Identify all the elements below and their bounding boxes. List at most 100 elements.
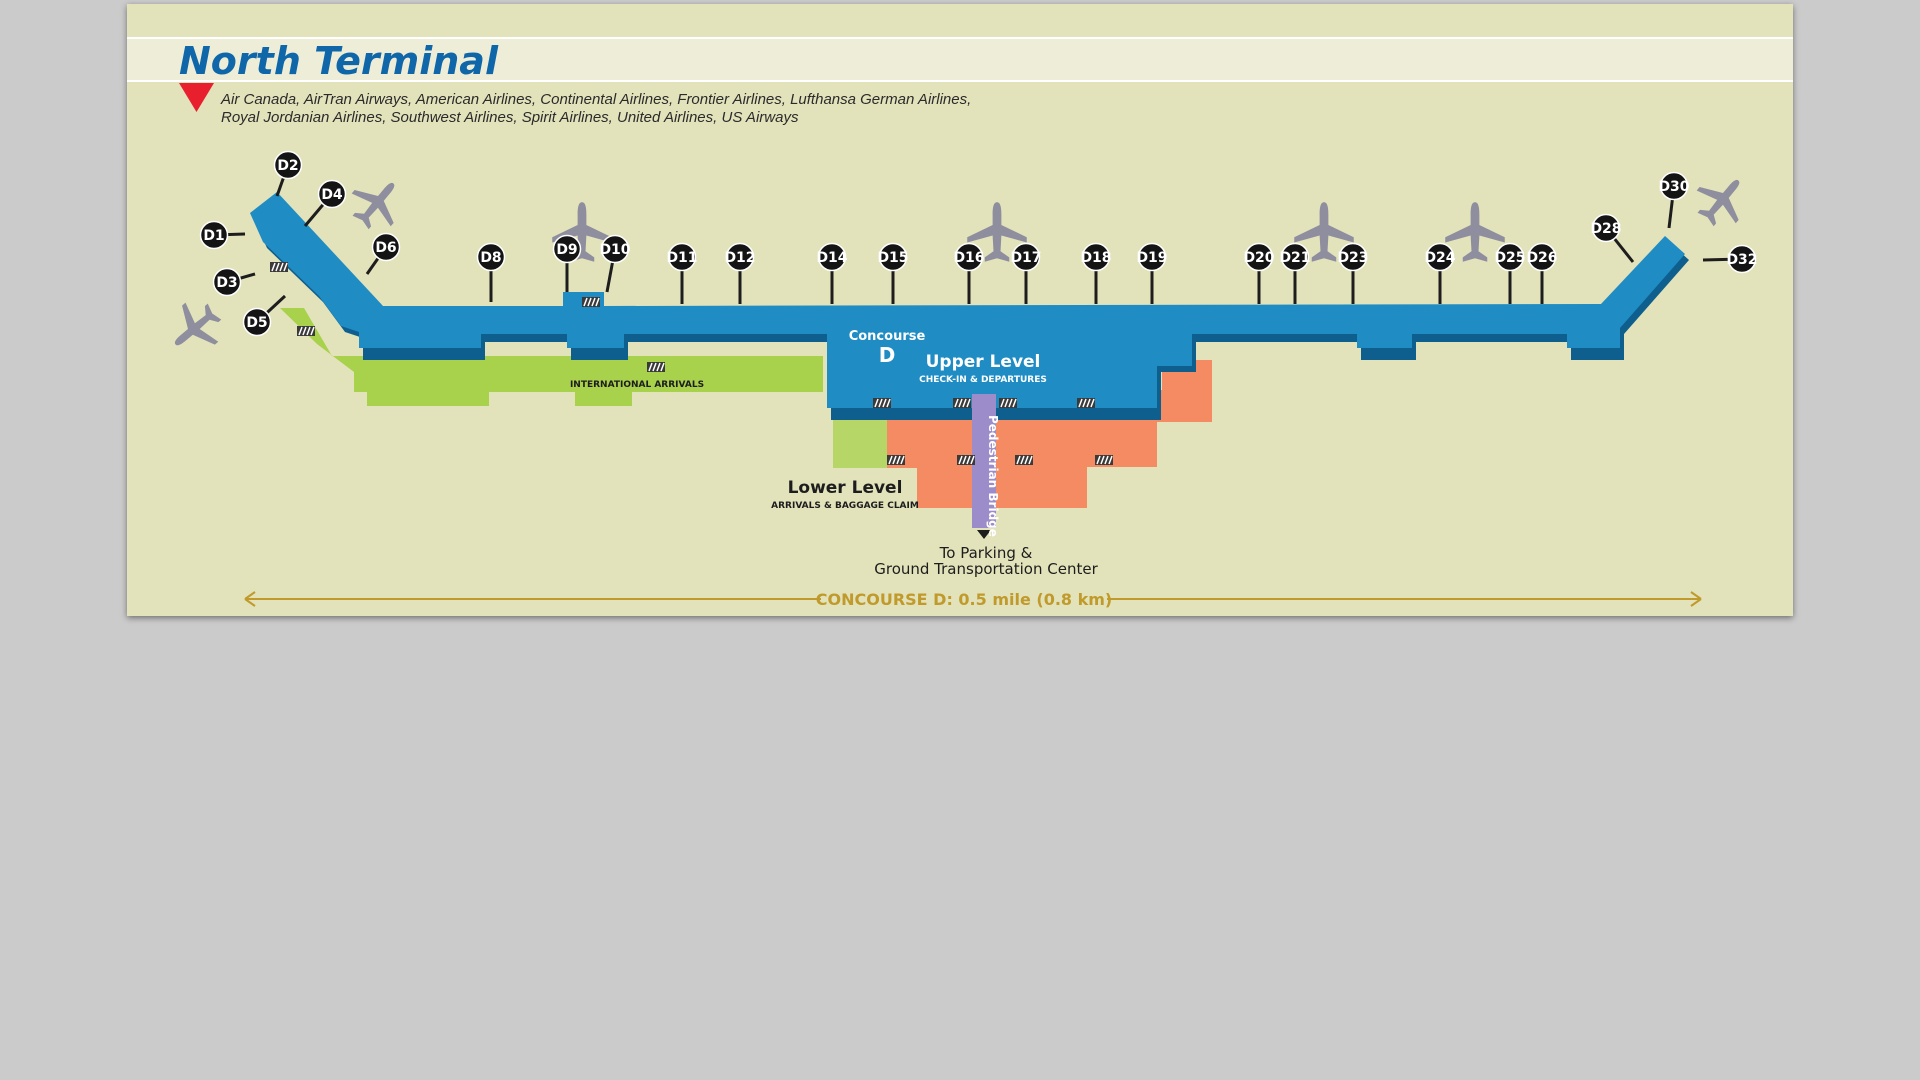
gate-marker: [371, 232, 401, 262]
international-arrivals-zone: [280, 308, 823, 406]
gate-marker: [878, 242, 908, 272]
gate-marker: [1591, 213, 1621, 243]
gate-label: D4: [321, 187, 343, 203]
escalator-icon: [999, 398, 1017, 408]
gate-d14: D14: [816, 242, 848, 304]
gate-d30: D30: [1658, 171, 1690, 229]
international-arrivals-label: INTERNATIONAL ARRIVALS: [570, 380, 704, 390]
terminal-map-svg: North Terminal Air Canada, AirTran Airwa…: [127, 37, 1793, 609]
gate-d25: D25: [1494, 242, 1526, 304]
gate-d32: D32: [1702, 244, 1758, 274]
gate-marker: [1727, 244, 1757, 274]
gate-marker: [273, 150, 303, 180]
gate-d9: D9: [552, 234, 582, 292]
escalator-icon: [1015, 455, 1033, 465]
gate-d1: D1: [199, 220, 246, 250]
gate-label: D15: [877, 250, 908, 266]
airplane-icon: [1686, 164, 1758, 236]
gate-marker: [1280, 242, 1310, 272]
gate-marker: [1495, 242, 1525, 272]
gate-marker: [317, 179, 347, 209]
gate-marker: [1659, 171, 1689, 201]
lower-level-title: Lower Level: [788, 478, 903, 498]
escalator-icon: [887, 455, 905, 465]
gate-d16: D16: [953, 242, 985, 304]
gate-marker: [199, 220, 229, 250]
gate-d8: D8: [476, 242, 506, 302]
gate-d6: D6: [365, 232, 401, 275]
concourse-letter: D: [879, 343, 896, 367]
escalator-icon: [1077, 398, 1095, 408]
gate-d18: D18: [1080, 242, 1112, 304]
upper-level-title: Upper Level: [926, 352, 1041, 372]
airlines-line-2: Royal Jordanian Airlines, Southwest Airl…: [221, 109, 799, 126]
gate-marker: [1011, 242, 1041, 272]
gate-marker: [1081, 242, 1111, 272]
gate-label: D16: [953, 250, 984, 266]
gate-label: D12: [724, 250, 755, 266]
gate-label: D18: [1080, 250, 1111, 266]
gate-marker: [212, 267, 242, 297]
gate-label: D24: [1424, 250, 1455, 266]
gate-marker: [954, 242, 984, 272]
gate-label: D6: [375, 240, 396, 256]
escalator-icon: [873, 398, 891, 408]
airplane-icon: [341, 167, 413, 239]
gate-marker: [242, 307, 272, 337]
pedestrian-bridge: [972, 394, 996, 528]
gate-label: D1: [203, 228, 224, 244]
escalator-icon: [1095, 455, 1113, 465]
gate-label: D14: [816, 250, 847, 266]
gate-label: D20: [1243, 250, 1274, 266]
lower-level-subtitle: ARRIVALS & BAGGAGE CLAIM: [771, 501, 919, 511]
parking-line-1: To Parking &: [939, 544, 1033, 562]
escalator-icon: [957, 455, 975, 465]
upper-level-subtitle: CHECK-IN & DEPARTURES: [919, 375, 1047, 385]
red-triangle-icon: [179, 83, 214, 112]
escalator-icon: [297, 326, 315, 336]
parking-line-2: Ground Transportation Center: [874, 560, 1098, 578]
gate-d2: D2: [273, 150, 303, 197]
gate-label: D19: [1136, 250, 1167, 266]
gate-marker: [600, 234, 630, 264]
concourse-d-building: [250, 192, 1685, 408]
gate-label: D25: [1494, 250, 1525, 266]
arrow-left-icon: [244, 591, 256, 607]
gate-label: D21: [1279, 250, 1310, 266]
pedestrian-bridge-label: Pedestrian Bridge: [986, 415, 1000, 537]
gate-d3: D3: [212, 267, 256, 297]
gate-d11: D11: [666, 242, 698, 304]
gate-marker: [476, 242, 506, 272]
gate-marker: [552, 234, 582, 264]
gate-d10: D10: [599, 234, 631, 293]
escalator-icon: [582, 297, 600, 307]
arrow-right-icon: [1690, 591, 1702, 607]
airplane-icon: [159, 292, 231, 364]
gate-marker: [667, 242, 697, 272]
escalator-icon: [647, 362, 665, 372]
gate-marker: [1137, 242, 1167, 272]
gate-label: D26: [1526, 250, 1557, 266]
gate-label: D17: [1010, 250, 1041, 266]
gate-d15: D15: [877, 242, 909, 304]
gate-label: D23: [1337, 250, 1368, 266]
gate-d28: D28: [1590, 213, 1635, 263]
gate-d21: D21: [1279, 242, 1311, 304]
gate-d5: D5: [242, 294, 287, 337]
gate-label: D9: [556, 242, 577, 258]
page-title: North Terminal: [179, 39, 499, 83]
terminal-map: North Terminal Air Canada, AirTran Airwa…: [127, 4, 1793, 616]
escalator-icon: [270, 262, 288, 272]
gate-d26: D26: [1526, 242, 1558, 304]
gate-d17: D17: [1010, 242, 1042, 304]
gate-marker: [817, 242, 847, 272]
gate-d4: D4: [303, 179, 347, 227]
escalator-icon: [953, 398, 971, 408]
gate-label: D2: [277, 158, 298, 174]
gate-label: D11: [666, 250, 697, 266]
concourse-label: Concourse: [849, 329, 926, 344]
gate-label: D10: [599, 242, 630, 258]
gate-label: D30: [1658, 179, 1689, 195]
distance-label: CONCOURSE D: 0.5 mile (0.8 km): [816, 590, 1113, 609]
